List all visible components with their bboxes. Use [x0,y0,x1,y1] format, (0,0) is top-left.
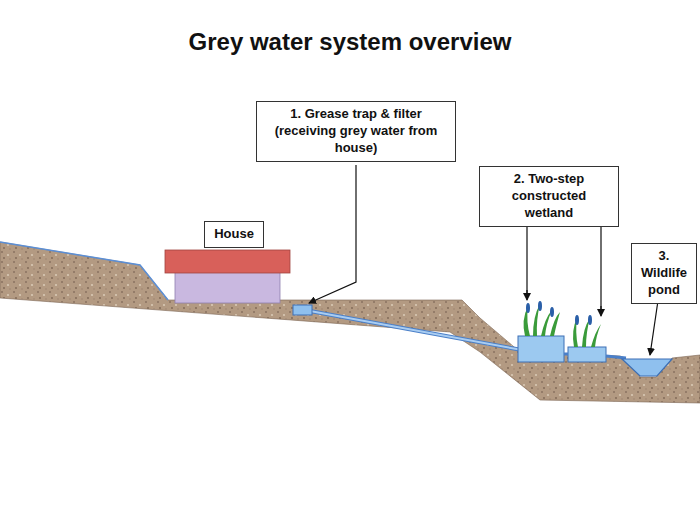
house-roof [165,250,290,273]
house-wall [175,272,280,303]
callout-box: 3. Wildlife pond [631,243,697,304]
callout-box: House [204,221,264,248]
plant-flowers [526,301,592,325]
pond [622,359,672,376]
surface-line [0,242,168,300]
diagram-title: Grey water system overview [0,28,700,56]
ground [0,242,700,403]
callout-box: 2. Two-step constructed wetland [479,166,619,227]
leader-arrow [600,306,601,316]
callout-box: 1. Grease trap & filter (receiving grey … [256,101,456,162]
wetland-cell [568,347,606,362]
callout-text: 3. Wildlife pond [638,248,690,299]
pipe [310,311,522,350]
leader-line [309,165,356,303]
leader-arrow [526,290,527,300]
wetland-cell [518,336,564,362]
grease-trap [293,305,312,315]
callout-text: 2. Two-step constructed wetland [486,171,612,222]
plants [524,304,601,347]
callout-text: House [211,226,257,243]
callout-text: 1. Grease trap & filter (receiving grey … [263,106,449,157]
pipe-inner [310,311,522,350]
pipe [564,354,626,358]
